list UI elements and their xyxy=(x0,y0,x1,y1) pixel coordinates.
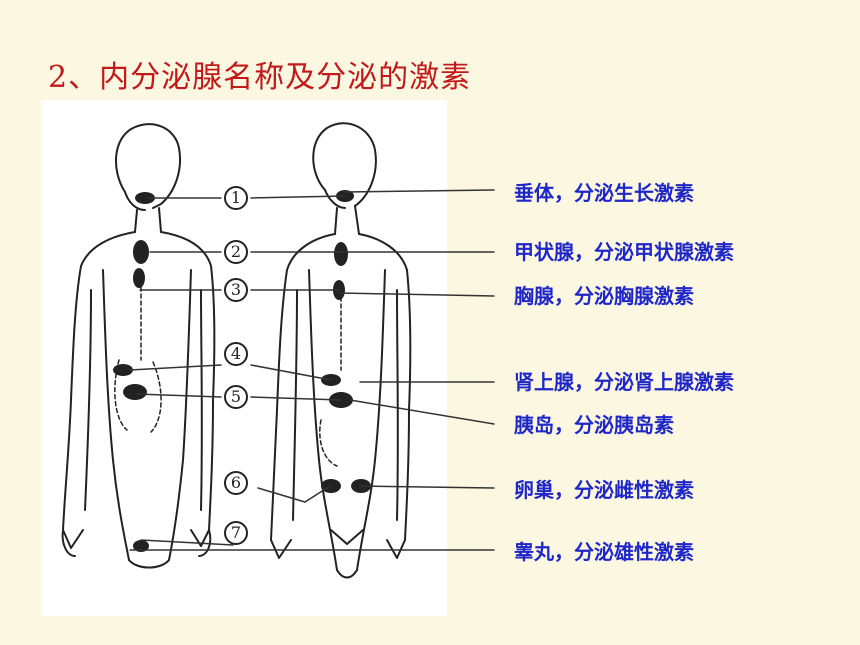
marker-1-number: 1 xyxy=(230,188,242,207)
leader-1-right xyxy=(250,195,346,199)
slide-title: 2、内分泌腺名称及分泌的激素 xyxy=(48,60,472,95)
male-body-outline xyxy=(61,123,216,569)
leader-5-left xyxy=(135,393,222,398)
marker-5-number: 5 xyxy=(230,387,242,406)
leader-7-left xyxy=(140,539,234,546)
leader-3-label xyxy=(339,292,495,297)
marker-2: 2 xyxy=(223,239,249,265)
marker-3-number: 3 xyxy=(230,280,242,299)
leader-4-left xyxy=(129,364,222,371)
marker-7-number: 7 xyxy=(230,523,242,542)
marker-1: 1 xyxy=(223,185,249,211)
marker-7: 7 xyxy=(223,520,249,546)
female-organs xyxy=(319,289,342,467)
label-thyroid: 甲状腺，分泌甲状腺激素 xyxy=(514,240,734,264)
leader-6-label xyxy=(359,485,495,489)
marker-4: 4 xyxy=(223,341,249,367)
leader-6-right xyxy=(257,485,331,503)
leader-5-right xyxy=(250,396,342,401)
label-pancreatic-islet: 胰岛，分泌胰岛素 xyxy=(514,413,674,437)
marker-3: 3 xyxy=(223,277,249,303)
marker-5: 5 xyxy=(223,384,249,410)
label-thymus: 胸腺，分泌胸腺激素 xyxy=(514,284,694,308)
label-adrenal: 肾上腺，分泌肾上腺激素 xyxy=(514,370,734,394)
label-pituitary: 垂体，分泌生长激素 xyxy=(514,181,694,205)
marker-6: 6 xyxy=(223,470,249,496)
leader-1-label xyxy=(344,189,495,193)
label-testis: 睾丸，分泌雄性激素 xyxy=(514,540,694,564)
label-ovary: 卵巢，分泌雌性激素 xyxy=(514,478,694,502)
male-organs xyxy=(114,279,162,433)
leader-4-right xyxy=(250,364,332,381)
marker-4-number: 4 xyxy=(230,344,242,363)
marker-2-number: 2 xyxy=(230,242,242,261)
leader-5-label xyxy=(349,399,495,425)
female-glands xyxy=(321,190,371,493)
marker-6-number: 6 xyxy=(230,473,242,492)
